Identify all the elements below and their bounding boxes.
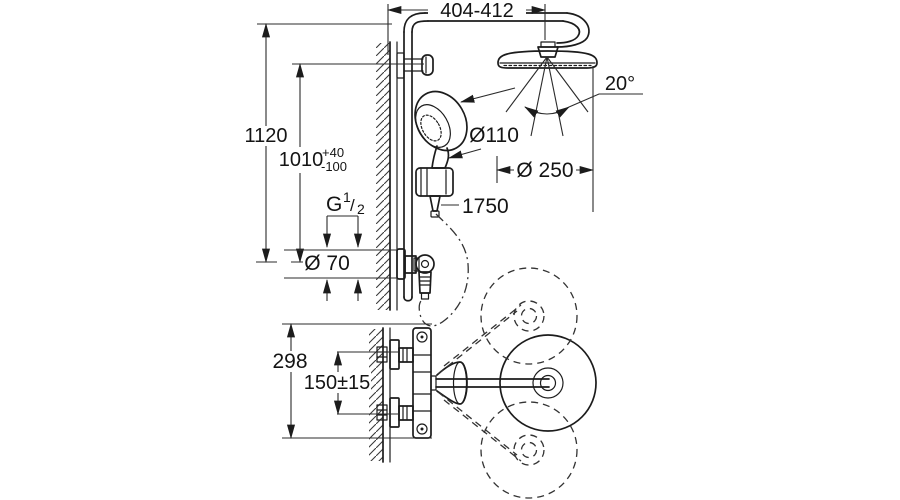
thermostat-body xyxy=(412,327,437,439)
dim-supply-distance: 150±15 xyxy=(303,351,400,415)
thread-denominator-label: 2 xyxy=(357,201,365,217)
dim-supply-distance-label: 150±15 xyxy=(304,372,371,394)
dim-hose-length: 1750 xyxy=(441,195,509,218)
mounting-screw-bottom xyxy=(416,423,428,435)
wall-supply-elbow xyxy=(396,248,435,300)
dim-head-shower-diameter-label: Ø 250 xyxy=(516,159,573,182)
lower-view-thermostat: 298 150±15 xyxy=(265,267,597,499)
hand-shower-holder xyxy=(415,167,454,218)
control-knob-position-up xyxy=(437,267,578,375)
dim-thread: G 1 / 2 xyxy=(322,189,365,248)
upper-view-shower-system: 20° 404-412 1120 1010 +40 -100 xyxy=(241,0,643,327)
dim-arm-reach-label: 404-412 xyxy=(440,0,513,22)
control-stem xyxy=(435,378,550,388)
dim-rail-height-label: 1120 xyxy=(244,125,287,147)
ball-joint xyxy=(415,254,435,274)
dim-rail-height: 1120 xyxy=(241,23,392,263)
mounting-screw-top xyxy=(416,331,428,343)
dim-outlet-tol-minus-label: -100 xyxy=(321,159,347,174)
wall-hatching-lower xyxy=(369,329,383,461)
rail-wall-bracket xyxy=(396,52,434,79)
control-lever-cone xyxy=(436,361,468,405)
wall-hatching-upper xyxy=(376,43,390,310)
hose-connector xyxy=(429,195,441,212)
thread-slash-label: / xyxy=(350,196,355,215)
wall-section-upper xyxy=(376,41,398,311)
hand-shower-spray-face xyxy=(420,114,442,142)
dim-mixer-height-label: 298 xyxy=(272,350,307,373)
dim-outlet-height: 1010 +40 -100 xyxy=(274,63,424,263)
dim-escutcheon-diameter-label: Ø 70 xyxy=(304,252,350,275)
dim-hose-length-label: 1750 xyxy=(462,195,509,218)
dim-head-shower-diameter: Ø 250 xyxy=(496,66,594,212)
dim-head-tilt-angle-label: 20° xyxy=(605,73,635,95)
dim-arm-reach: 404-412 xyxy=(387,0,546,55)
control-knob-position-down xyxy=(437,391,578,499)
hose-union-nut xyxy=(418,271,432,294)
shower-hose xyxy=(418,213,469,327)
dim-hand-shower-diameter: Ø110 xyxy=(448,87,519,159)
dim-outlet-height-label: 1010 xyxy=(279,149,324,171)
hand-shower xyxy=(414,90,468,169)
thread-numerator-label: 1 xyxy=(343,189,351,205)
dim-outlet-tol-plus-label: +40 xyxy=(322,145,344,160)
dim-head-tilt-angle: 20° xyxy=(505,56,643,137)
control-knob xyxy=(435,334,597,432)
supply-union-bottom xyxy=(376,397,414,428)
dim-mixer-height: 298 xyxy=(265,323,432,439)
dim-hand-shower-diameter-label: Ø110 xyxy=(469,124,519,147)
dim-escutcheon-diameter: Ø 70 xyxy=(284,249,397,301)
thread-size-label: G xyxy=(326,193,342,216)
head-shower xyxy=(497,50,598,69)
